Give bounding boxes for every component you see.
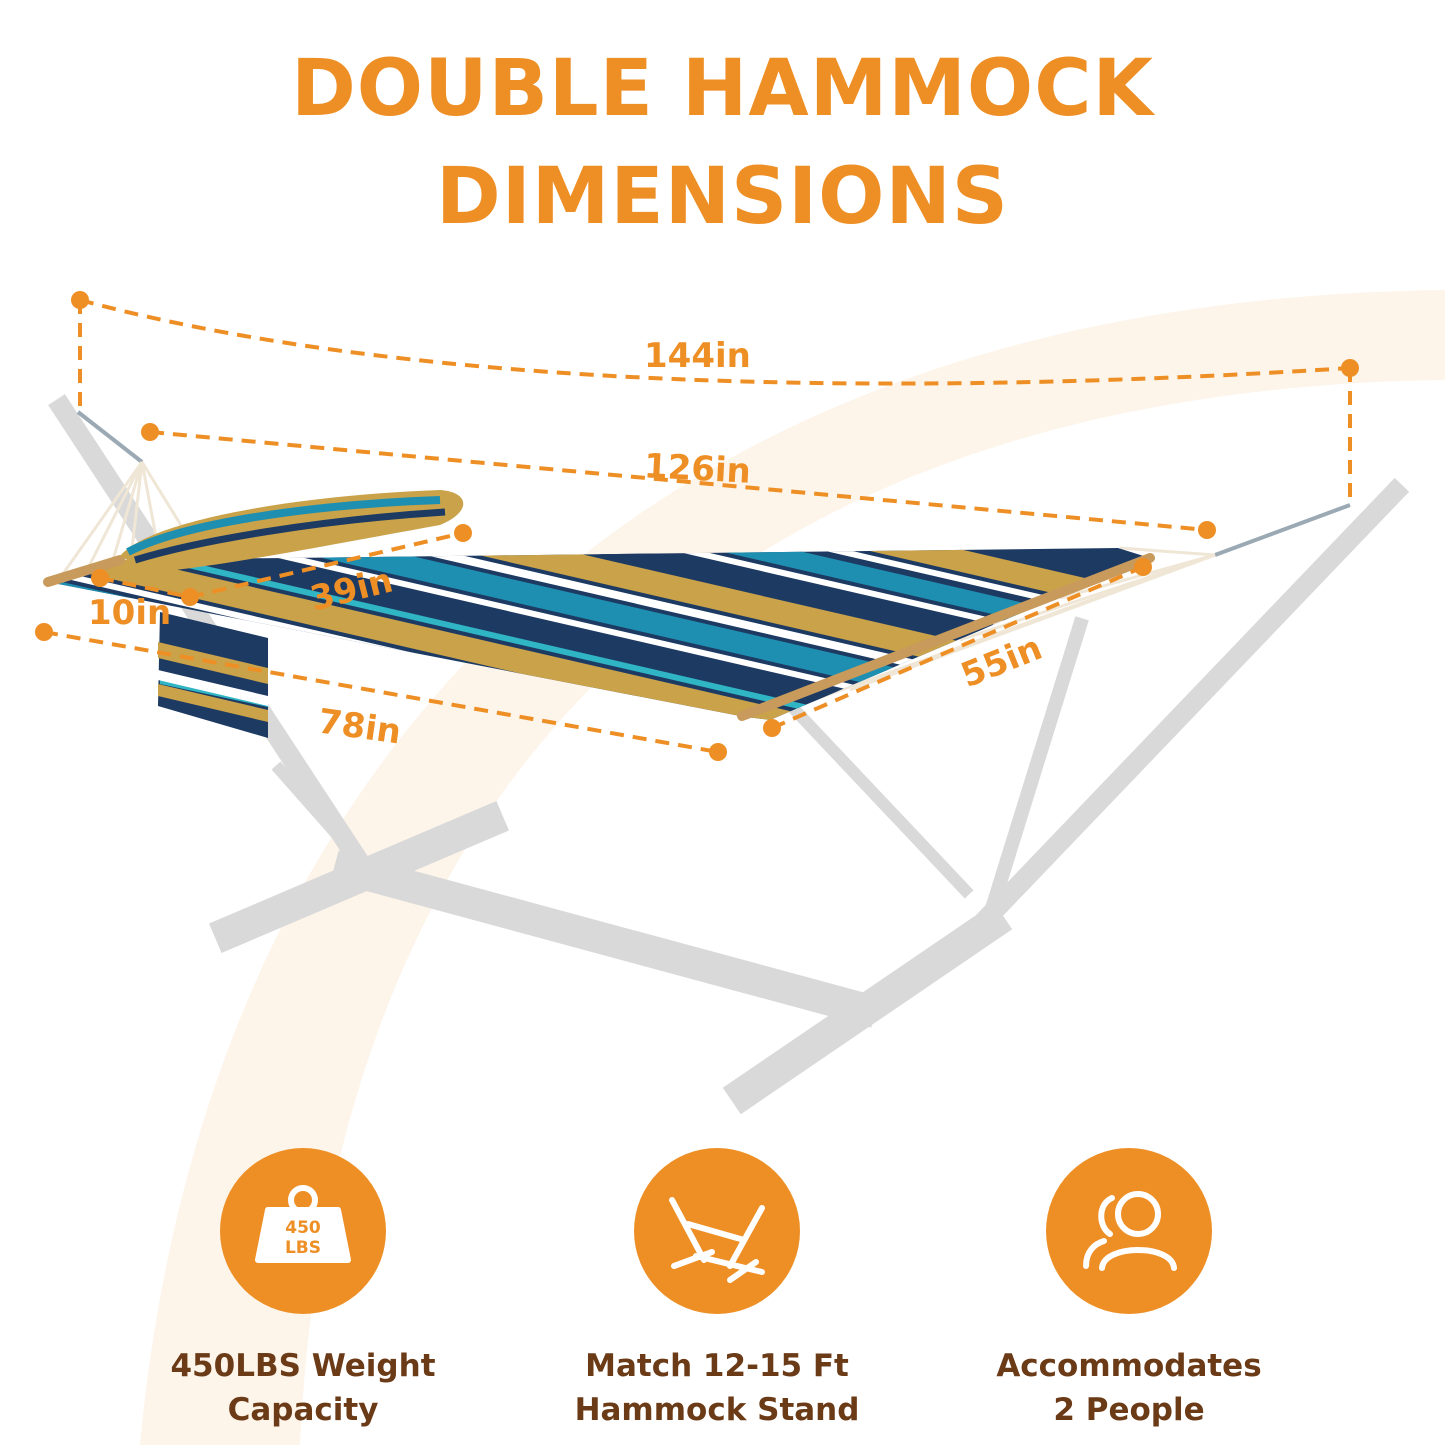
feature-circle-weight: 450 LBS: [220, 1148, 386, 1314]
dimension-label-pillow-depth: 10in: [88, 593, 172, 633]
dimension-label-pocket-length: 78in: [315, 701, 404, 753]
dimension-lines: [43, 298, 1352, 754]
feature-people-line-2: 2 People: [1053, 1392, 1205, 1428]
feature-people-line-1: Accommodates: [996, 1348, 1262, 1384]
weight-icon-unit: LBS: [284, 1238, 322, 1258]
feature-stand-match: Match 12-15 Ft Hammock Stand: [517, 1148, 917, 1432]
spreader-bars: [43, 553, 1155, 721]
dimension-endpoints: [35, 291, 1359, 761]
weight-icon-number: 450: [285, 1218, 321, 1238]
feature-circle-people: [1046, 1148, 1212, 1314]
feature-text-people: Accommodates 2 People: [929, 1344, 1329, 1432]
dimension-label-overall-length: 144in: [644, 336, 751, 376]
hammock-pillow: [120, 490, 464, 572]
weight-icon: [255, 1185, 351, 1263]
feature-stand-line-2: Hammock Stand: [574, 1392, 860, 1428]
feature-stand-line-1: Match 12-15 Ft: [585, 1348, 849, 1384]
feature-weight-capacity: 450 LBS 450LBS Weight Capacity: [103, 1148, 503, 1432]
hammock-stand-icon: [669, 1197, 765, 1283]
feature-text-stand: Match 12-15 Ft Hammock Stand: [517, 1344, 917, 1432]
page-title-line-1: DOUBLE HAMMOCK: [291, 44, 1154, 134]
hammock-stand: [48, 394, 1410, 1115]
dimension-label-bed-length: 126in: [643, 446, 752, 492]
feature-weight-line-2: Capacity: [227, 1392, 379, 1428]
people-icon: [1083, 1191, 1177, 1271]
feature-circle-stand: [634, 1148, 800, 1314]
feature-accommodates: Accommodates 2 People: [929, 1148, 1329, 1432]
hammock-chains: [76, 410, 1351, 557]
side-pocket: [158, 612, 268, 738]
feature-text-weight: 450LBS Weight Capacity: [103, 1344, 503, 1432]
page-title-line-2: DIMENSIONS: [436, 152, 1009, 242]
feature-weight-line-1: 450LBS Weight: [170, 1348, 436, 1384]
